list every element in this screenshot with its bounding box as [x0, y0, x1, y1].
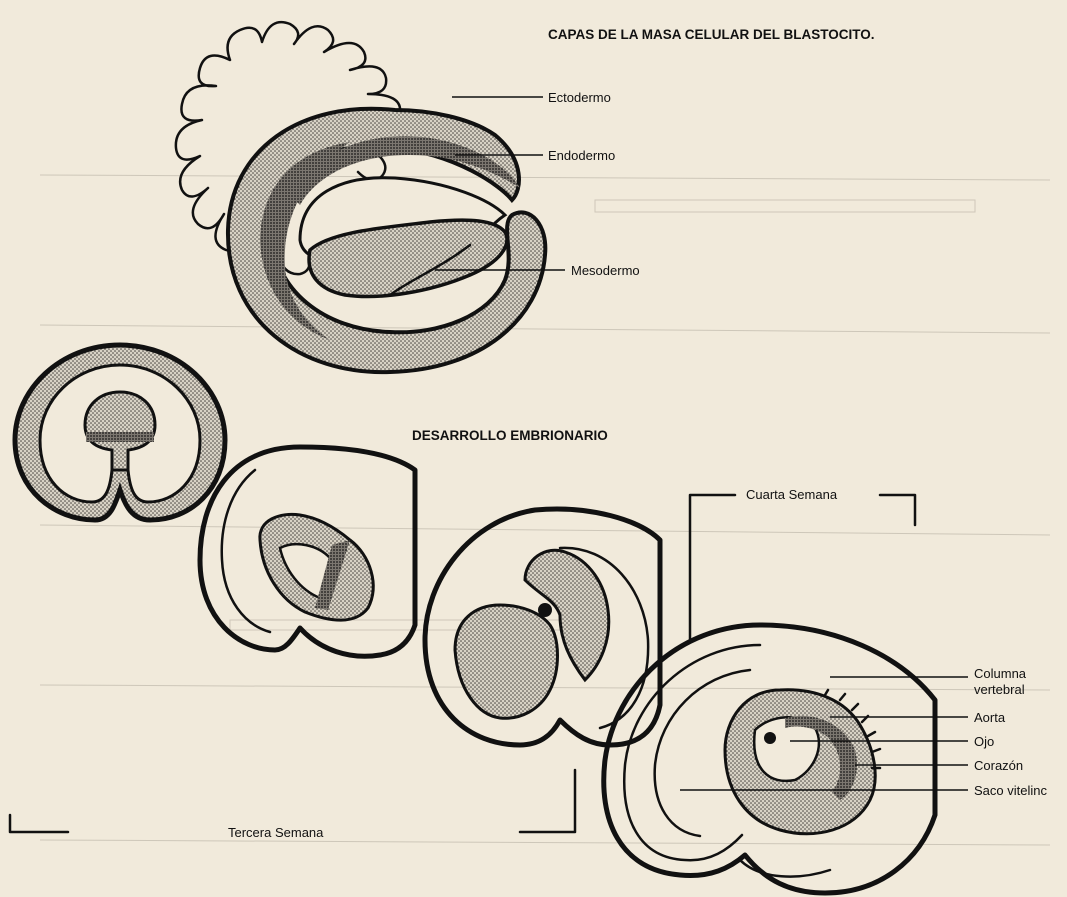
fourth-week-embryo — [604, 625, 968, 893]
corazon-label: Corazón — [974, 758, 1023, 773]
tercera-semana-label: Tercera Semana — [228, 825, 323, 840]
cuarta-semana-label: Cuarta Semana — [746, 487, 837, 502]
third-week-embryo-1 — [15, 345, 225, 520]
cuarta-semana-bracket — [690, 495, 915, 640]
third-week-embryo-2 — [200, 447, 415, 656]
embryo-3-yolk — [455, 605, 558, 718]
embryo-4-eye — [764, 732, 776, 744]
blastocyst-diagram — [176, 22, 565, 372]
aorta-label: Aorta — [974, 710, 1005, 725]
desarrollo-title: DESARROLLO EMBRIONARIO — [412, 428, 608, 443]
mesodermo-label: Mesodermo — [571, 263, 640, 278]
third-week-embryo-3 — [425, 509, 660, 745]
ectodermo-label: Ectodermo — [548, 90, 611, 105]
embryo-1-streak — [86, 432, 154, 442]
columna-label-line1: Columna — [974, 666, 1026, 681]
saco-vitelino-label: Saco vitelinc — [974, 783, 1047, 798]
ojo-label: Ojo — [974, 734, 994, 749]
embryo-3-eye — [538, 603, 552, 617]
tercera-semana-bracket — [10, 770, 575, 832]
capas-title: CAPAS DE LA MASA CELULAR DEL BLASTOCITO. — [548, 27, 875, 42]
endodermo-label: Endodermo — [548, 148, 615, 163]
columna-label-line2: vertebral — [974, 682, 1025, 697]
